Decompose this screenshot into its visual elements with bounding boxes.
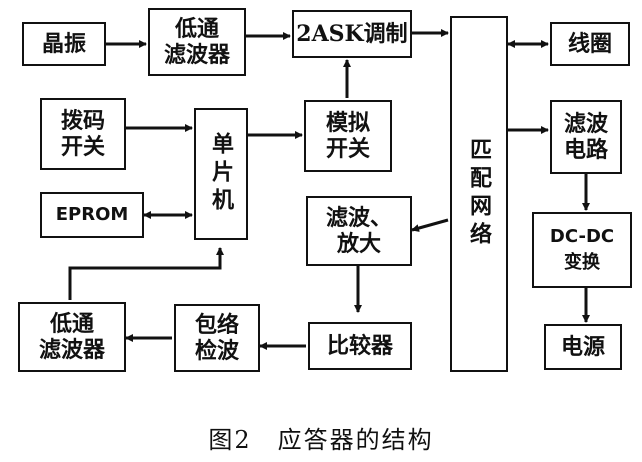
block-analog-switch: 模拟 开关 xyxy=(304,100,392,172)
block-2ask-modulation: 2ASK调制 xyxy=(292,10,412,58)
block-mcu: 单片机 xyxy=(194,108,248,240)
block-envelope-detector: 包络 检波 xyxy=(174,304,260,372)
figure-caption: 图2 应答器的结构 xyxy=(208,426,434,454)
block-power-supply: 电源 xyxy=(544,324,622,370)
block-matching-network: 匹配网络 xyxy=(450,16,508,372)
block-dcdc-converter: DC-DC 变换 xyxy=(532,212,632,288)
arrow-lpf-to-mcu xyxy=(68,247,224,300)
block-eprom: EPROM xyxy=(40,192,144,238)
block-lowpass-filter-bottom: 低通 滤波器 xyxy=(18,302,126,372)
block-filter-amplify: 滤波、 放大 xyxy=(306,196,412,266)
block-lowpass-filter-top: 低通 滤波器 xyxy=(148,8,246,76)
block-crystal: 晶振 xyxy=(22,22,106,66)
block-filter-circuit: 滤波 电路 xyxy=(550,100,622,174)
block-dip-switch: 拨码 开关 xyxy=(40,98,126,170)
block-comparator: 比较器 xyxy=(308,322,412,370)
block-coil: 线圈 xyxy=(550,22,630,66)
arrow-matchnet-to-filter-amp xyxy=(411,218,449,232)
